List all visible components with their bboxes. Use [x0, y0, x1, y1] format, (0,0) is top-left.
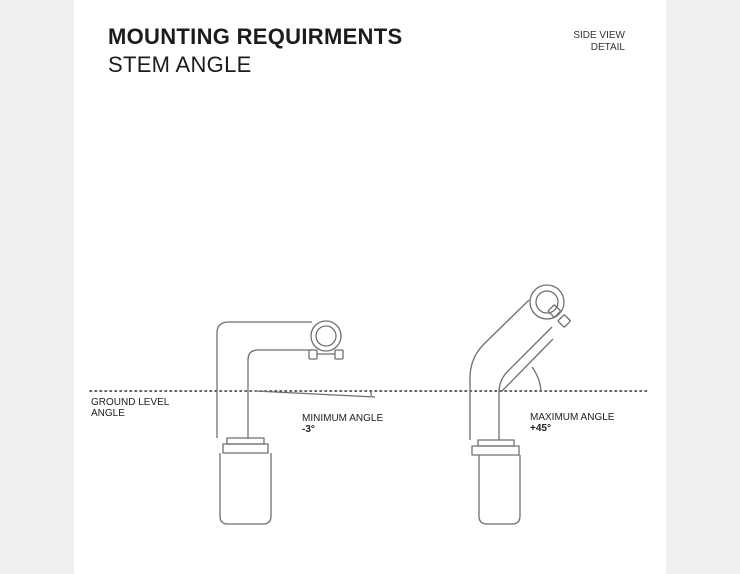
page-title: MOUNTING REQUIRMENTS [108, 24, 403, 49]
minimum-angle-title: MINIMUM ANGLE [302, 413, 384, 424]
ground-level-label-line1: GROUND LEVEL [91, 397, 170, 408]
minimum-angle-value: -3° [302, 424, 315, 435]
ground-level-label: GROUND LEVEL ANGLE [91, 397, 169, 419]
view-label-line1: SIDE VIEW [573, 30, 625, 41]
diagram-panel [74, 0, 666, 574]
minimum-angle-label: MINIMUM ANGLE -3° [302, 413, 383, 435]
stem-maximum-angle [469, 284, 571, 525]
maximum-angle-title: MAXIMUM ANGLE [530, 412, 615, 423]
view-label-line2: DETAIL [590, 42, 625, 53]
maximum-angle-value: +45° [530, 423, 551, 434]
maximum-angle-label: MAXIMUM ANGLE +45° [530, 412, 614, 434]
stem-minimum-angle [216, 320, 376, 525]
view-label: SIDE VIEW DETAIL [573, 30, 625, 54]
page-subtitle: STEM ANGLE [108, 52, 252, 77]
ground-level-label-line2: ANGLE [91, 408, 125, 419]
